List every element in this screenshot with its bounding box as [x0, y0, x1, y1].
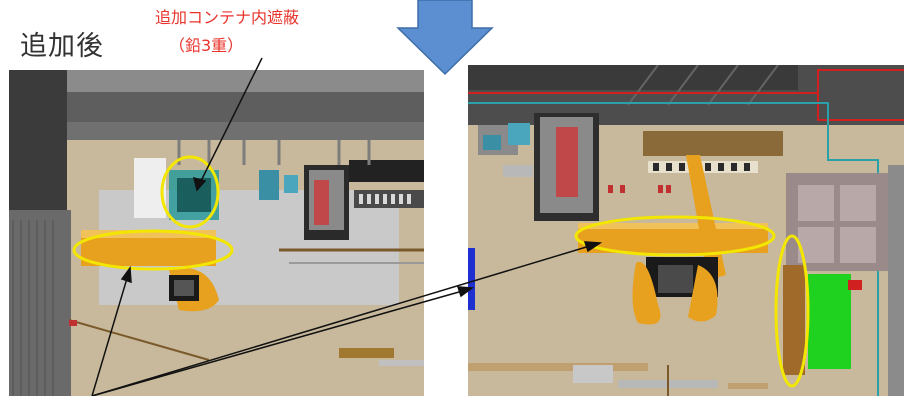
- highlight-ellipse-crane-right: [574, 215, 776, 257]
- left-scene-image: [9, 70, 424, 396]
- right-scene-image: [468, 65, 904, 396]
- down-arrow-icon: [396, 0, 494, 76]
- page-title: 追加後: [20, 31, 104, 62]
- highlight-ellipse-slab-right: [774, 234, 810, 388]
- highlight-ellipse-container: [160, 155, 220, 229]
- annotation-label-line1: 追加コンテナ内遮蔽: [155, 8, 300, 27]
- highlight-ellipse-crane-left: [72, 229, 234, 271]
- annotation-label-line2: （鉛3重）: [169, 36, 244, 55]
- annotation-leader-arrow: [192, 57, 263, 192]
- pointer-lines: [91, 241, 603, 396]
